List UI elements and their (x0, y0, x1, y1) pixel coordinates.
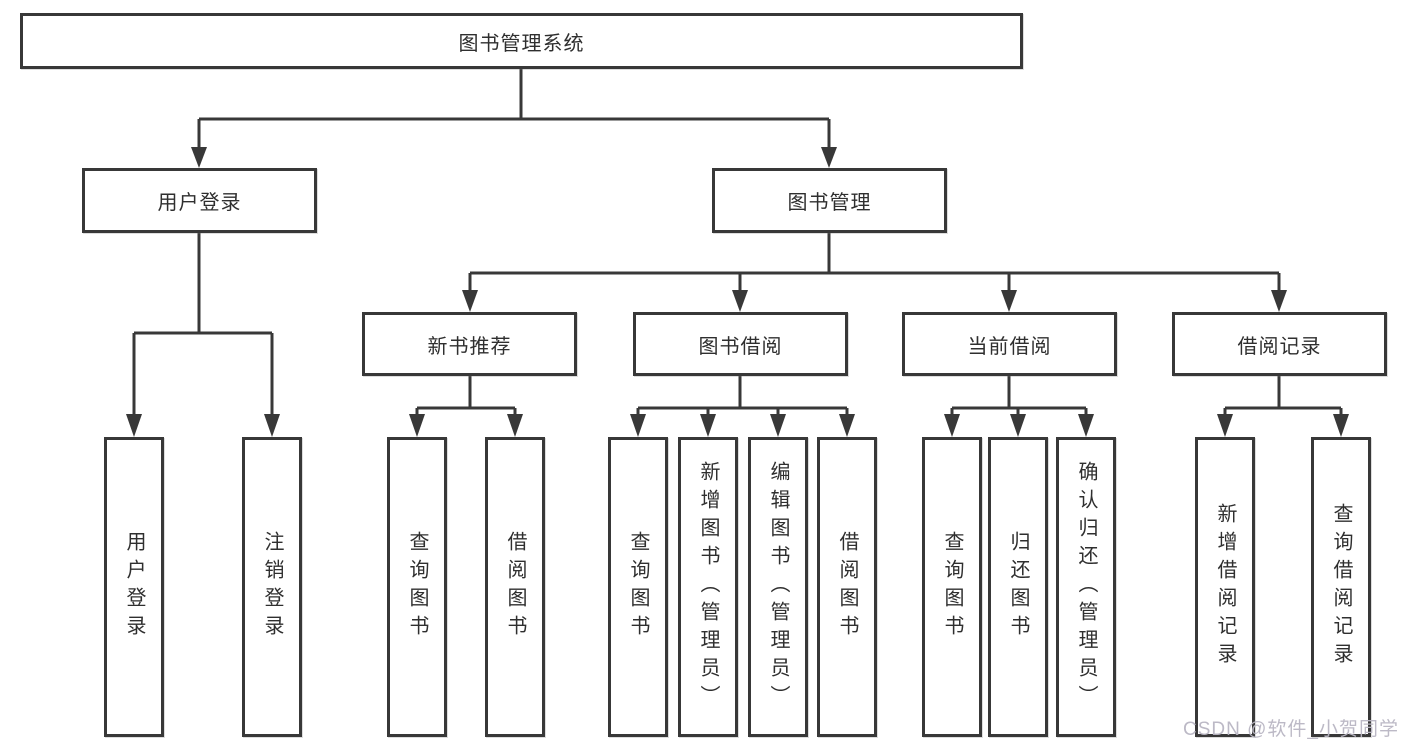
leaf-query-books-borrow-label: 查询图书 (627, 531, 649, 643)
leaf-confirm-return-admin-label: 确认归还（管理员） (1075, 461, 1097, 713)
leaf-user-login: 用户登录 (104, 437, 164, 737)
leaf-query-borrow-record-label: 查询借阅记录 (1330, 503, 1352, 671)
leaf-confirm-return-admin: 确认归还（管理员） (1056, 437, 1116, 737)
connector-user-login-to-leaves (126, 233, 280, 437)
leaf-query-books-current-label: 查询图书 (941, 531, 963, 643)
node-book-management: 图书管理 (712, 168, 947, 233)
csdn-watermark: CSDN @软件_小贺同学 (1183, 719, 1399, 740)
leaf-user-login-label: 用户登录 (123, 531, 145, 643)
leaf-borrow-books-borrow: 借阅图书 (817, 437, 877, 737)
node-user-login: 用户登录 (82, 168, 317, 233)
connector-book-borrow-to-leaves (630, 376, 855, 437)
node-book-management-label: 图书管理 (787, 192, 872, 214)
leaf-query-borrow-record: 查询借阅记录 (1311, 437, 1371, 737)
node-book-borrow-label: 图书借阅 (698, 335, 783, 358)
connector-current-borrow-to-leaves (944, 376, 1094, 437)
leaf-add-book-admin-label: 新增图书（管理员） (697, 461, 719, 713)
connector-book-management-to-level3 (462, 233, 1287, 312)
leaf-borrow-books-newbook: 借阅图书 (485, 437, 545, 737)
leaf-logout: 注销登录 (242, 437, 302, 737)
node-user-login-label: 用户登录 (157, 192, 242, 214)
leaf-query-books-borrow: 查询图书 (608, 437, 668, 737)
node-new-book-recommend: 新书推荐 (362, 312, 577, 376)
connector-root-to-level2 (191, 69, 837, 168)
leaf-borrow-books-newbook-label: 借阅图书 (504, 531, 526, 643)
leaf-query-books-newbook: 查询图书 (387, 437, 447, 737)
leaf-borrow-books-borrow-label: 借阅图书 (836, 531, 858, 643)
connector-new-book-to-leaves (409, 376, 523, 437)
leaf-logout-label: 注销登录 (261, 531, 283, 643)
node-current-borrow: 当前借阅 (902, 312, 1117, 376)
leaf-edit-book-admin: 编辑图书（管理员） (748, 437, 808, 737)
leaf-query-books-current: 查询图书 (922, 437, 982, 737)
node-book-borrow: 图书借阅 (633, 312, 848, 376)
root-node-label: 图书管理系统 (458, 32, 585, 55)
leaf-return-books: 归还图书 (988, 437, 1048, 737)
root-node-library-system: 图书管理系统 (20, 13, 1023, 69)
node-current-borrow-label: 当前借阅 (967, 335, 1052, 358)
node-borrow-records-label: 借阅记录 (1237, 335, 1322, 358)
connector-borrow-records-to-leaves (1217, 376, 1349, 437)
leaf-edit-book-admin-label: 编辑图书（管理员） (767, 461, 789, 713)
leaf-add-book-admin: 新增图书（管理员） (678, 437, 738, 737)
leaf-query-books-newbook-label: 查询图书 (406, 531, 428, 643)
node-borrow-records: 借阅记录 (1172, 312, 1387, 376)
leaf-add-borrow-record: 新增借阅记录 (1195, 437, 1255, 737)
leaf-return-books-label: 归还图书 (1007, 531, 1029, 643)
node-new-book-recommend-label: 新书推荐 (427, 335, 512, 358)
leaf-add-borrow-record-label: 新增借阅记录 (1214, 503, 1236, 671)
